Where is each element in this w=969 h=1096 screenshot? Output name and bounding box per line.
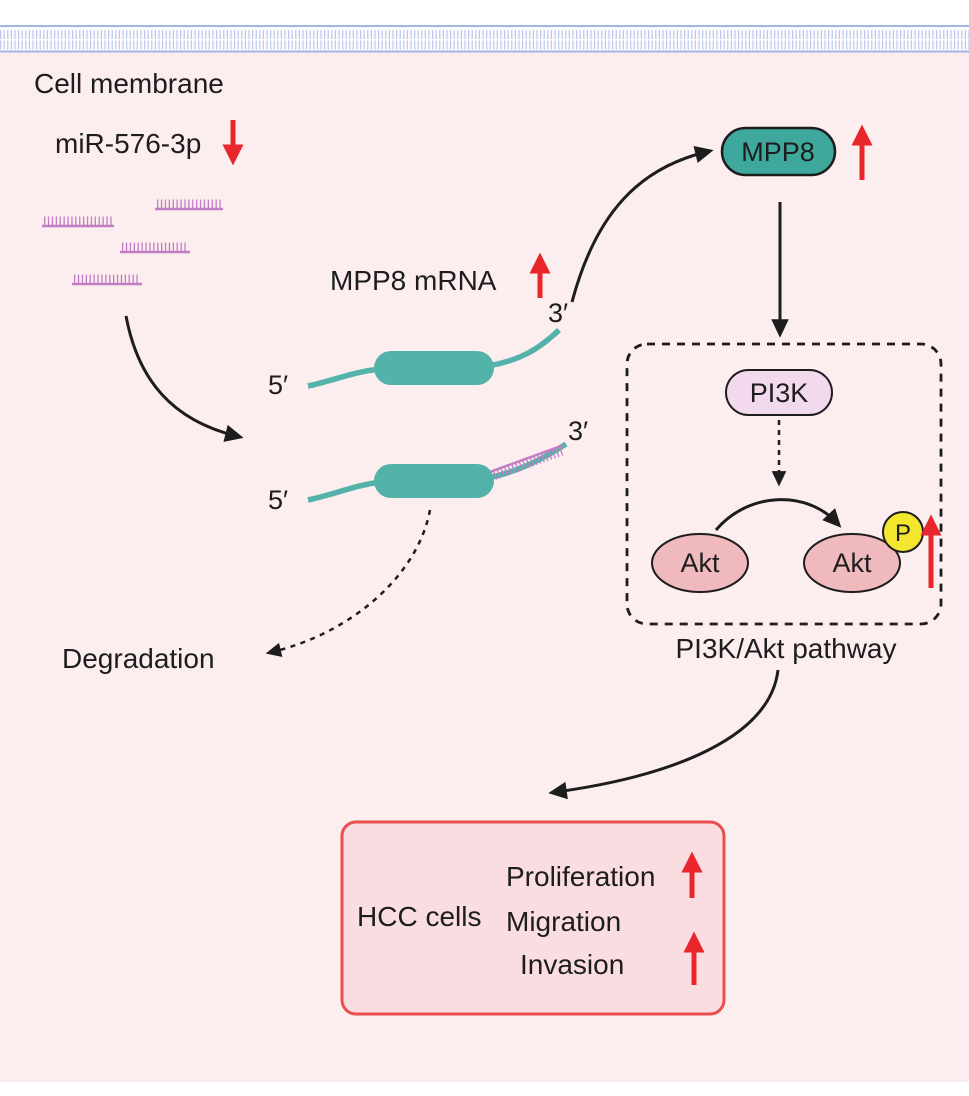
bound-mirna-icon: [490, 444, 564, 480]
pathway-caption: PI3K/Akt pathway: [675, 633, 896, 664]
three-prime-label-bottom: 3′: [568, 416, 588, 446]
akt-left-shape: [651, 533, 749, 593]
mirna-icon: [120, 242, 190, 254]
membrane-band: [0, 24, 969, 52]
arrow-degradation-icon: [265, 509, 432, 658]
akt-node-left: Akt: [651, 533, 749, 593]
mrna-strand-top: 5′ 3′: [268, 298, 568, 400]
phospho-label: P: [895, 520, 911, 547]
three-prime-label-top: 3′: [548, 298, 568, 328]
mirna-label: miR-576-3p: [55, 128, 201, 159]
hcc-cells-label: HCC cells: [357, 901, 481, 932]
mirna-icon: [72, 274, 142, 286]
hcc-box-shape: [340, 820, 726, 1016]
arrow-akt-phosphorylation-icon: [714, 498, 842, 531]
cell-membrane: [0, 24, 969, 53]
mpp8-pill: [720, 126, 837, 177]
arrow-pathway-to-hcc-icon: [548, 669, 780, 800]
mirna-cluster: [42, 199, 223, 286]
akt-right-label: Akt: [832, 548, 872, 578]
degradation-label: Degradation: [62, 643, 215, 674]
arrow-mrna-to-mpp8-icon: [570, 146, 714, 303]
migration-label: Migration: [506, 906, 621, 937]
pi3k-pill: [725, 369, 833, 416]
mrna-label: MPP8 mRNA: [330, 265, 497, 296]
akt-right-shape: [803, 533, 901, 593]
akt-left-label: Akt: [680, 548, 720, 578]
hcc-box: HCC cells Proliferation Migration Invasi…: [340, 820, 726, 1016]
pathway-box: [625, 342, 943, 626]
pi3k-label: PI3K: [750, 378, 809, 408]
mirna-icon: [155, 199, 223, 211]
cell-membrane-label: Cell membrane: [34, 68, 224, 99]
pi3k-node: PI3K: [725, 369, 833, 416]
mirna-icon: [42, 216, 114, 228]
invasion-label: Invasion: [520, 949, 624, 980]
mrna-orf-top: [374, 351, 494, 385]
proliferation-label: Proliferation: [506, 861, 655, 892]
mpp8-node: MPP8: [720, 126, 837, 177]
five-prime-label-top: 5′: [268, 370, 288, 400]
arrow-mirna-to-mrna-icon: [124, 315, 244, 442]
akt-node-right: Akt P: [803, 511, 924, 593]
mrna-orf-bottom: [374, 464, 494, 498]
five-prime-label-bottom: 5′: [268, 485, 288, 515]
mrna-strand-bottom: 5′ 3′: [268, 416, 588, 515]
mpp8-label: MPP8: [741, 137, 815, 167]
